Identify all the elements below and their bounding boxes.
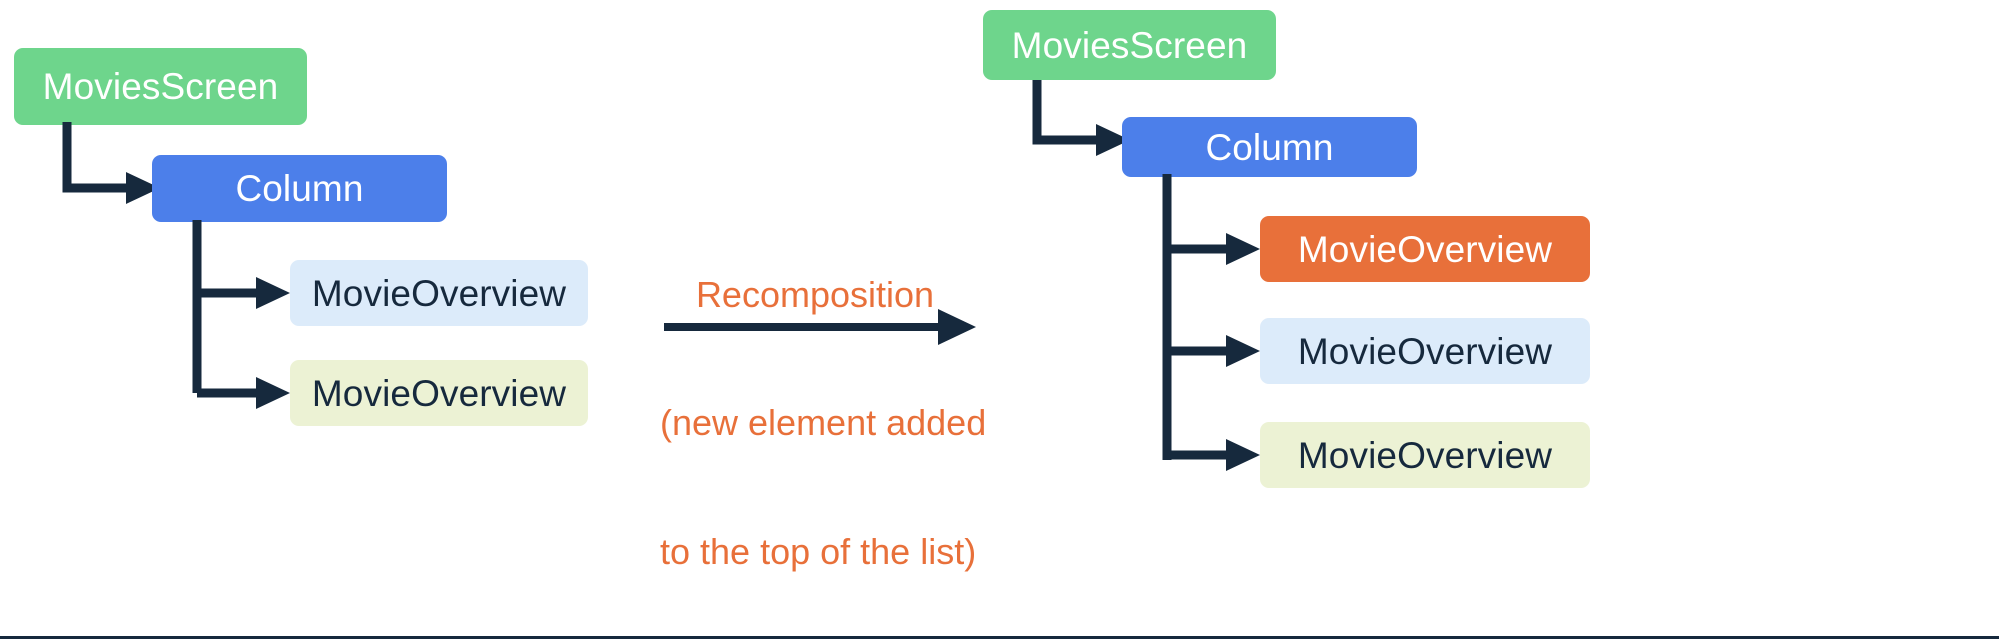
transition-caption: Recomposition (new element added to the … [660, 188, 987, 636]
right-node-column: Column [1122, 117, 1417, 177]
left-node-column: Column [152, 155, 447, 222]
transition-caption-line-1: Recomposition [695, 273, 935, 315]
right-node-movie-overview-3-label: MovieOverview [1297, 434, 1553, 476]
left-node-movie-overview-1-label: MovieOverview [311, 272, 567, 314]
right-node-movie-overview-1: MovieOverview [1260, 216, 1590, 282]
left-connector-column-to-children [192, 220, 290, 409]
right-connector-column-to-children [1162, 174, 1260, 471]
left-node-movies-screen-label: MoviesScreen [42, 66, 279, 107]
right-connector-screen-to-column [1032, 80, 1130, 156]
right-node-movie-overview-3: MovieOverview [1260, 422, 1590, 488]
left-node-movies-screen: MoviesScreen [14, 48, 307, 125]
right-node-movie-overview-1-label: MovieOverview [1297, 228, 1553, 270]
left-connector-screen-to-column [62, 122, 160, 204]
right-node-movie-overview-2: MovieOverview [1260, 318, 1590, 384]
right-node-movies-screen-label: MoviesScreen [1011, 24, 1248, 66]
right-node-movie-overview-2-label: MovieOverview [1297, 330, 1553, 372]
left-node-movie-overview-2-label: MovieOverview [311, 372, 567, 414]
transition-caption-line-3: to the top of the list) [660, 530, 977, 572]
left-node-movie-overview-1: MovieOverview [290, 260, 588, 326]
right-node-movies-screen: MoviesScreen [983, 10, 1276, 80]
left-node-column-label: Column [235, 168, 364, 209]
transition-caption-line-2: (new element added [660, 402, 987, 444]
transition-arrow-icon [664, 309, 976, 345]
right-node-column-label: Column [1205, 126, 1334, 168]
left-node-movie-overview-2: MovieOverview [290, 360, 588, 426]
